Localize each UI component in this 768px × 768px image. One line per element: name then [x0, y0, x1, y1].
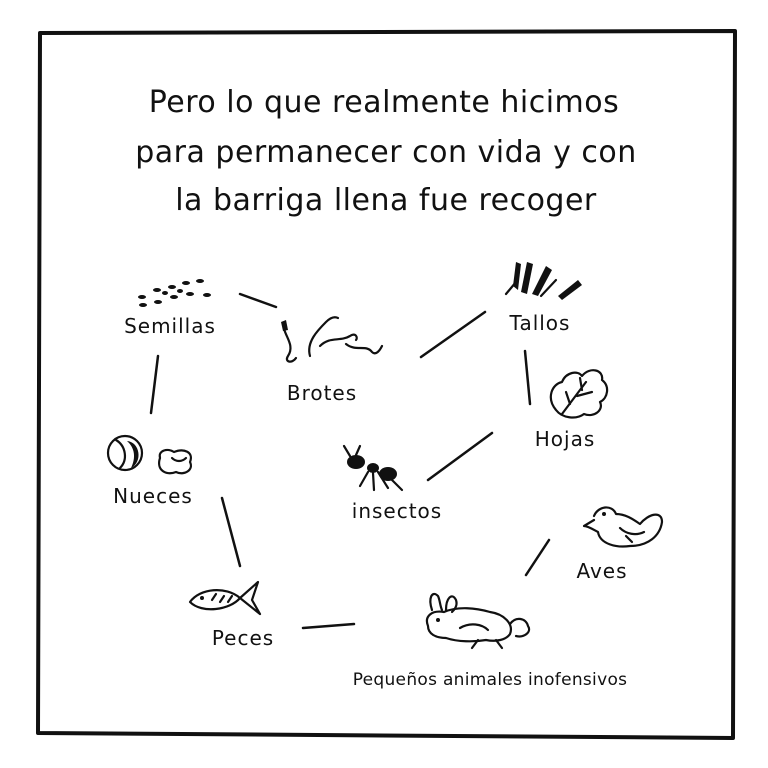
node-insectos: insectos: [342, 444, 442, 523]
node-aves: Aves: [576, 506, 664, 583]
ant-icon: [342, 444, 404, 492]
rabbit-icon: [425, 592, 531, 650]
title-line-1: Pero lo que realmente hicimos: [149, 85, 620, 120]
panel-title: Pero lo que realmente hicimos para perma…: [135, 85, 637, 218]
node-pequenos-animales: Pequeños animales inofensivos: [353, 592, 628, 690]
nuts-icon: [106, 434, 192, 475]
title-line-3: la barriga llena fue recoger: [175, 183, 597, 218]
node-hojas: Hojas: [535, 369, 609, 451]
label-aves: Aves: [576, 559, 627, 583]
bird-icon: [582, 506, 664, 548]
node-tallos: Tallos: [504, 262, 582, 335]
seeds-icon: [138, 279, 211, 307]
sprouts-icon: [281, 316, 384, 363]
node-semillas: Semillas: [124, 279, 216, 338]
connector-tallos-hojas: [523, 349, 532, 406]
connector-brotes-tallos: [419, 310, 487, 359]
label-peces: Peces: [212, 626, 274, 650]
node-brotes: Brotes: [281, 316, 384, 405]
label-insectos: insectos: [352, 499, 442, 523]
title-line-2: para permanecer con vida y con: [135, 135, 637, 170]
connector-semillas-nueces: [149, 354, 160, 415]
connector-nueces-peces: [220, 496, 242, 568]
connectors: [149, 292, 551, 630]
label-pequenos-animales: Pequeños animales inofensivos: [353, 670, 628, 690]
connector-semillas-brotes: [238, 292, 278, 309]
connector-hojas-insectos: [426, 431, 494, 482]
node-nueces: Nueces: [106, 434, 193, 508]
fish-icon: [188, 580, 262, 616]
panel-frame: [36, 29, 737, 740]
leaves-icon: [549, 369, 609, 419]
label-nueces: Nueces: [113, 484, 193, 508]
node-peces: Peces: [188, 580, 274, 650]
label-hojas: Hojas: [535, 427, 596, 451]
label-semillas: Semillas: [124, 314, 216, 338]
connector-pequenos-aves: [524, 538, 551, 577]
label-brotes: Brotes: [287, 381, 357, 405]
stalks-icon: [504, 262, 582, 300]
label-tallos: Tallos: [509, 311, 571, 335]
connector-peces-pequenos: [301, 622, 356, 630]
